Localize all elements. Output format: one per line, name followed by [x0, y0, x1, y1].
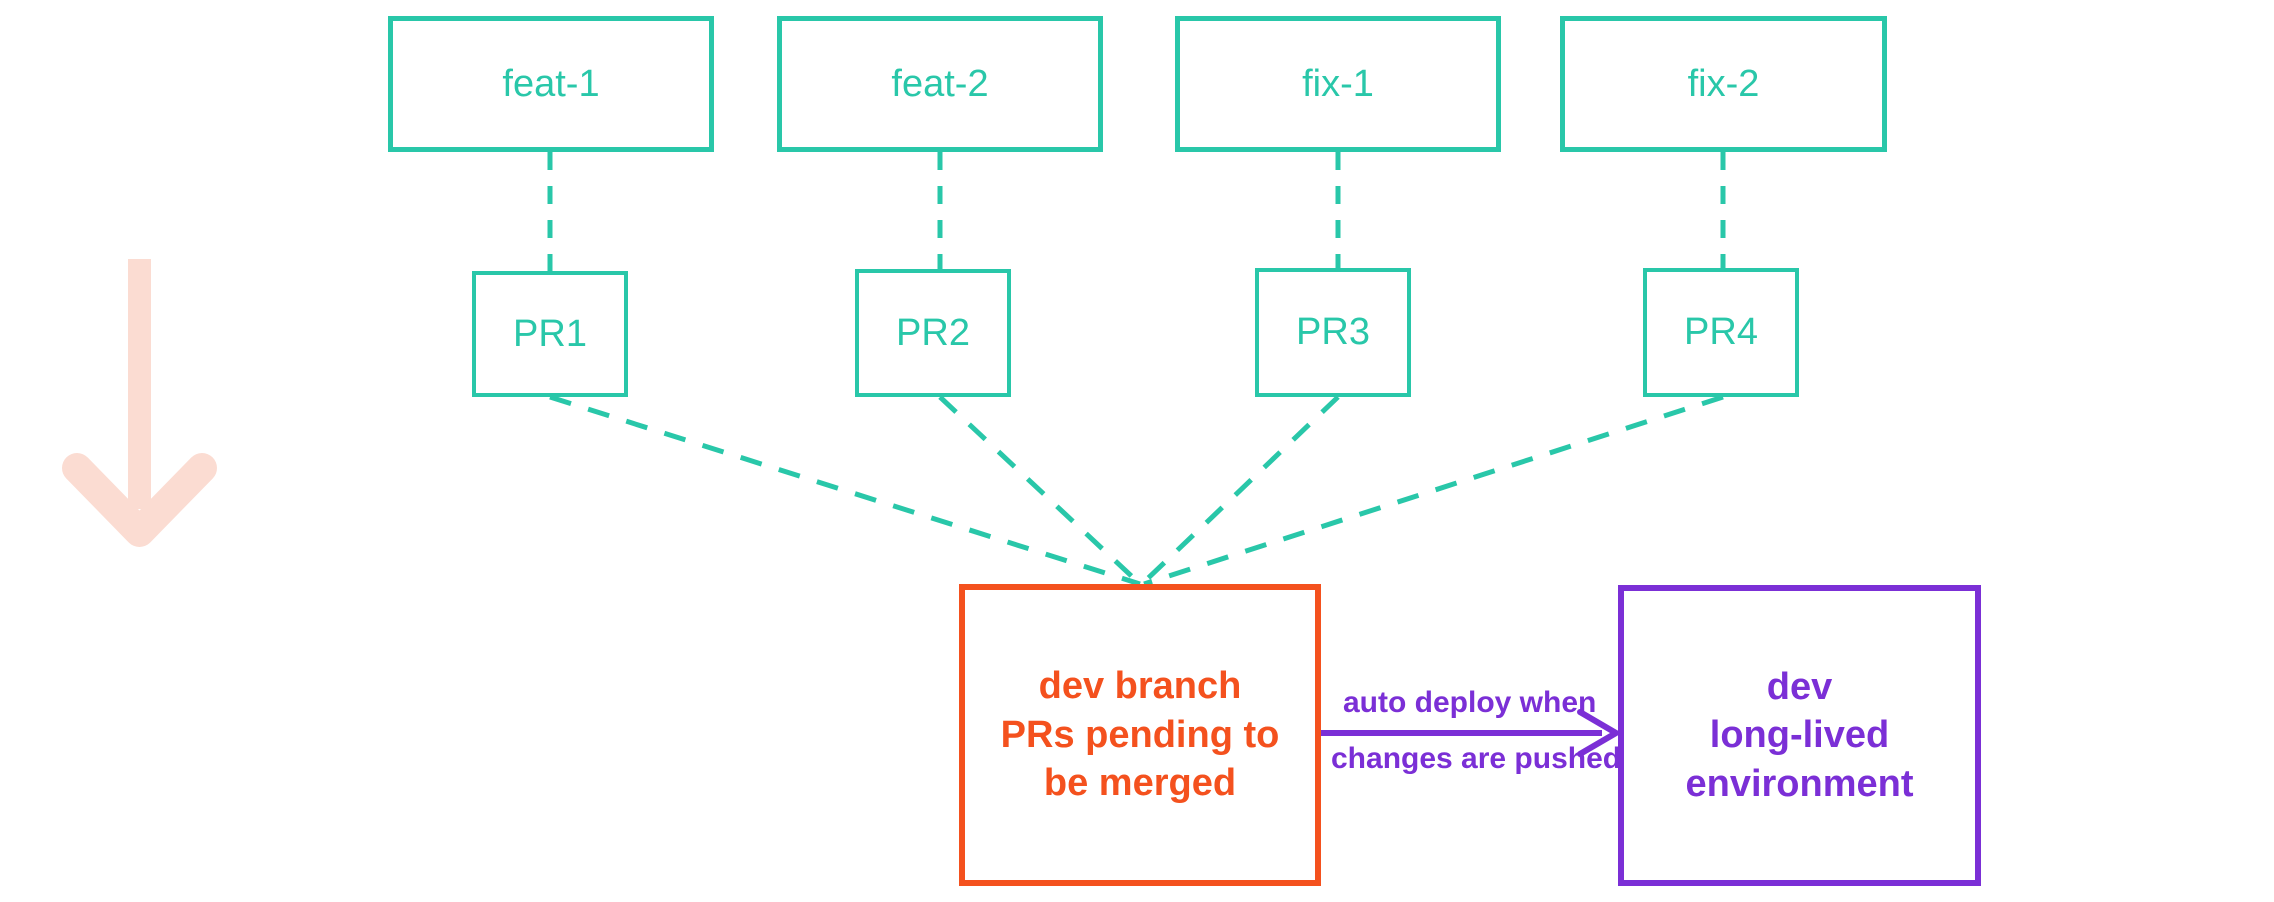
downward-flow-arrow-icon — [62, 259, 217, 547]
deploy-edge-label-top: auto deploy when — [1343, 686, 1597, 719]
pr-box-pr3[interactable]: PR3 — [1255, 268, 1411, 397]
branch-label: feat-1 — [502, 62, 600, 105]
pr-label: PR1 — [513, 312, 587, 355]
branch-box-fix-1[interactable]: fix-1 — [1175, 16, 1501, 152]
dev-environment-title: dev — [1766, 665, 1833, 708]
pr-to-dev-connectors — [549, 394, 1724, 587]
pr-label: PR4 — [1684, 311, 1758, 353]
dev-branch-box[interactable]: dev branch PRs pending to be merged — [959, 584, 1321, 886]
branch-box-feat-1[interactable]: feat-1 — [388, 16, 714, 152]
dev-branch-title: dev branch — [1039, 662, 1242, 711]
branch-box-feat-2[interactable]: feat-2 — [777, 16, 1103, 152]
dev-environment-subtitle-line-2: environment — [1685, 762, 1914, 805]
branch-to-pr-connectors — [547, 152, 1726, 272]
pr-label: PR3 — [1296, 311, 1370, 353]
pr-box-pr1[interactable]: PR1 — [472, 271, 628, 397]
pr-box-pr2[interactable]: PR2 — [855, 269, 1011, 397]
connector-pr3-dev — [1140, 395, 1340, 586]
dev-environment-box[interactable]: dev long-lived environment — [1618, 585, 1981, 886]
branch-label: fix-2 — [1687, 62, 1760, 105]
branch-box-fix-2[interactable]: fix-2 — [1560, 16, 1887, 152]
connector-pr4-dev — [1143, 394, 1724, 587]
dev-branch-subtitle-line-1: PRs pending to — [1000, 713, 1280, 756]
connector-pr1-dev — [549, 394, 1141, 587]
branch-label: feat-2 — [891, 62, 989, 105]
dev-branch-subtitle-line-2: be merged — [1043, 762, 1237, 805]
connector-pr2-dev — [938, 395, 1142, 586]
dev-branch-title-rest: branch — [1104, 665, 1242, 708]
branch-label: fix-1 — [1302, 62, 1374, 105]
pr-box-pr4[interactable]: PR4 — [1643, 268, 1799, 397]
dev-branch-title-strong: dev — [1038, 665, 1105, 708]
deploy-edge-label-bottom: changes are pushed — [1331, 742, 1622, 775]
dev-environment-subtitle-line-1: long-lived — [1709, 714, 1890, 757]
pr-label: PR2 — [896, 311, 970, 354]
